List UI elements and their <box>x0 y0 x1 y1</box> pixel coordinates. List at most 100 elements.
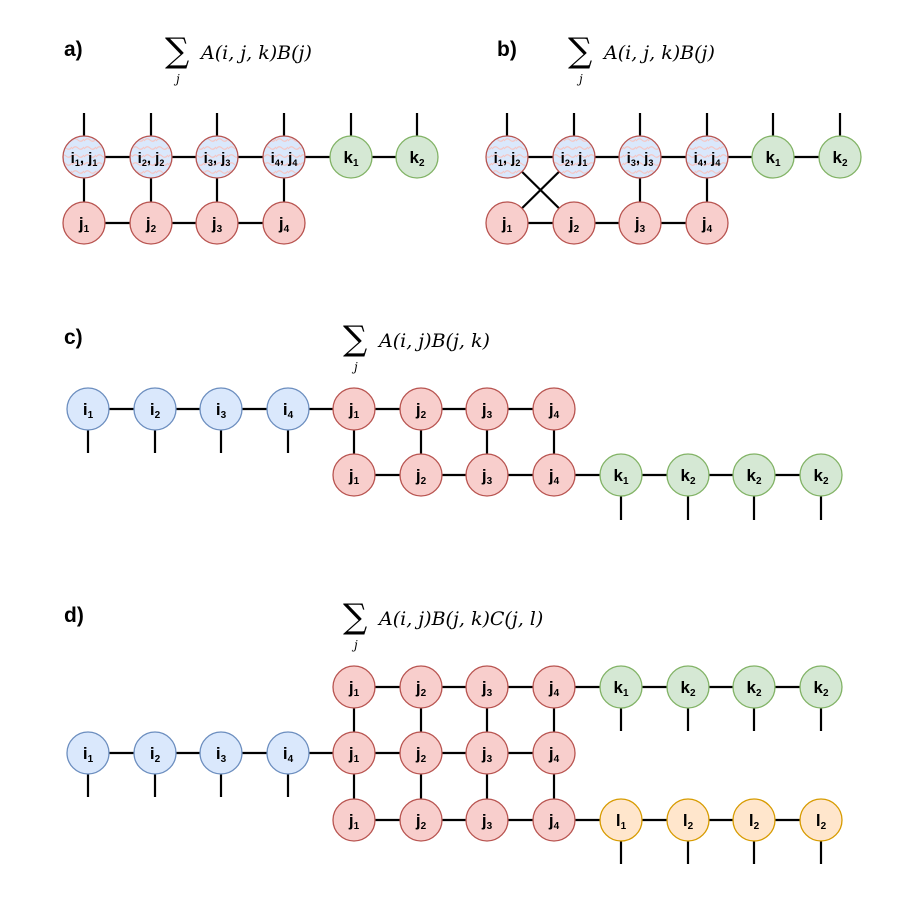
node-label: k1 <box>765 148 780 169</box>
tensor-node-red: j2 <box>552 201 596 245</box>
node-label: k1 <box>343 148 358 169</box>
tensor-node-blue: i2 <box>133 731 177 775</box>
node-label: i3 <box>216 744 227 765</box>
panel-label-d: d) <box>64 604 84 627</box>
tensor-node-mixed: i3, j3 <box>195 135 239 179</box>
node-label: i4 <box>283 400 294 421</box>
summation-index: j <box>354 360 358 374</box>
tensor-node-red: j3 <box>465 798 509 842</box>
tensor-node-mixed: i4, j4 <box>685 135 729 179</box>
node-label: j2 <box>415 400 427 421</box>
node-label: k2 <box>409 148 424 169</box>
node-label: j3 <box>481 811 493 832</box>
formula-expression: A(i, j)B(j, k)C(j, l) <box>379 608 544 630</box>
tensor-node-red: j4 <box>685 201 729 245</box>
tensor-node-orange: l2 <box>799 798 843 842</box>
summation-symbol: ∑ <box>343 597 368 637</box>
summation-symbol: ∑ <box>343 319 368 359</box>
node-label: l2 <box>683 811 694 832</box>
node-label: j1 <box>348 678 360 699</box>
formula-b: ∑j A(i, j, k)B(j) <box>568 34 897 92</box>
node-label: k2 <box>680 466 695 487</box>
node-label: i4 <box>283 744 294 765</box>
tensor-node-green: k1 <box>599 453 643 497</box>
tensor-node-green: k2 <box>732 665 776 709</box>
tensor-node-mixed: i2, j2 <box>129 135 173 179</box>
tensor-node-red: j1 <box>485 201 529 245</box>
tensor-node-mixed: i2, j1 <box>552 135 596 179</box>
tensor-node-green: k2 <box>666 453 710 497</box>
tensor-node-red: j2 <box>129 201 173 245</box>
tensor-node-green: k2 <box>818 135 862 179</box>
tensor-node-red: j2 <box>399 798 443 842</box>
summation-symbol: ∑ <box>568 31 593 71</box>
node-label: l1 <box>616 811 627 832</box>
formula-expression: A(i, j, k)B(j) <box>604 42 715 64</box>
summation-index: j <box>354 638 358 652</box>
node-label: j4 <box>701 214 713 235</box>
tensor-node-red: j1 <box>62 201 106 245</box>
tensor-node-blue: i1 <box>66 387 110 431</box>
tensor-node-red: j2 <box>399 665 443 709</box>
tensor-node-red: j4 <box>532 731 576 775</box>
tensor-node-red: j1 <box>332 731 376 775</box>
node-label: i2 <box>150 400 161 421</box>
node-label: k2 <box>813 678 828 699</box>
node-label: j4 <box>278 214 290 235</box>
node-label: j2 <box>415 466 427 487</box>
tensor-node-red: j3 <box>465 665 509 709</box>
tensor-node-blue: i1 <box>66 731 110 775</box>
node-label: i4, j4 <box>271 150 298 168</box>
node-label: j1 <box>348 811 360 832</box>
node-label: j3 <box>481 466 493 487</box>
node-label: j3 <box>634 214 646 235</box>
node-label: i2, j2 <box>138 150 165 168</box>
panel-label-c: c) <box>64 326 83 349</box>
panel-label-a: a) <box>64 38 83 61</box>
tensor-node-blue: i3 <box>199 731 243 775</box>
node-label: k1 <box>613 466 628 487</box>
node-label: j2 <box>145 214 157 235</box>
node-label: j4 <box>548 744 560 765</box>
node-label: i4, j4 <box>694 150 721 168</box>
node-label: j4 <box>548 466 560 487</box>
panel-a: i1, j1 i2, j2 i3, j3 i4, j4 k1 k2 j1 j2 j3 j4 <box>62 113 439 245</box>
tensor-node-blue: i4 <box>266 731 310 775</box>
tensor-node-orange: l2 <box>732 798 776 842</box>
tensor-node-red: j2 <box>399 453 443 497</box>
node-label: j3 <box>481 400 493 421</box>
tensor-node-red: j2 <box>399 387 443 431</box>
node-label: j3 <box>211 214 223 235</box>
tensor-node-red: j4 <box>262 201 306 245</box>
node-label: l2 <box>749 811 760 832</box>
node-label: j2 <box>415 811 427 832</box>
node-label: i2 <box>150 744 161 765</box>
node-label: j3 <box>481 744 493 765</box>
panel-label-b: b) <box>497 38 517 61</box>
tensor-node-orange: l2 <box>666 798 710 842</box>
tensor-node-red: j1 <box>332 665 376 709</box>
tensor-node-red: j4 <box>532 453 576 497</box>
tensor-node-red: j3 <box>195 201 239 245</box>
formula-d: ∑j A(i, j)B(j, k)C(j, l) <box>343 600 683 658</box>
tensor-node-orange: l1 <box>599 798 643 842</box>
summation-index: j <box>176 72 180 86</box>
node-label: j1 <box>501 214 513 235</box>
tensor-node-mixed: i3, j3 <box>618 135 662 179</box>
tensor-node-red: j1 <box>332 387 376 431</box>
node-label: k2 <box>746 466 761 487</box>
tensor-node-red: j3 <box>465 731 509 775</box>
tensor-node-red: j3 <box>465 453 509 497</box>
node-label: i2, j1 <box>561 150 588 168</box>
node-label: i1, j1 <box>71 150 98 168</box>
summation-index: j <box>579 72 583 86</box>
node-label: i3, j3 <box>204 150 231 168</box>
tensor-node-blue: i4 <box>266 387 310 431</box>
tensor-node-green: k1 <box>329 135 373 179</box>
node-label: i1, j2 <box>494 150 521 168</box>
